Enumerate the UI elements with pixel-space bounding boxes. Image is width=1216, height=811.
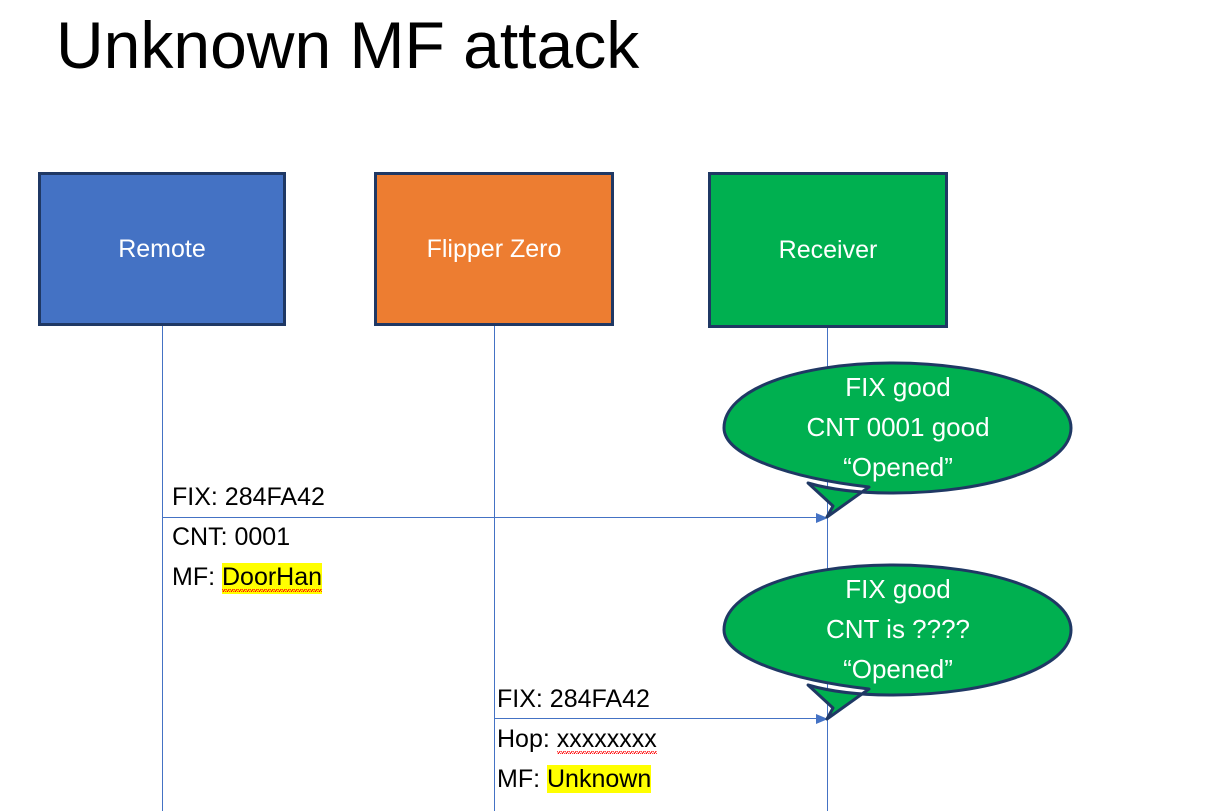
message-line: FIX: 284FA42 <box>172 477 325 517</box>
actor-label-receiver: Receiver <box>778 235 878 264</box>
message-line: MF: DoorHan <box>172 557 325 597</box>
actor-box-remote[interactable]: Remote <box>38 172 286 326</box>
message-line-value-highlighted: DoorHan <box>222 563 323 594</box>
speech-bubble-shape <box>722 361 1073 519</box>
message-line-prefix: FIX: <box>497 685 550 713</box>
message-line-prefix: Hop: <box>497 725 557 753</box>
speech-bubble-receiver-1: FIX good CNT 0001 good “Opened” <box>719 358 1077 523</box>
message-line-value-misspelled: xxxxxxxx <box>556 725 657 756</box>
message-line-value: 284FA42 <box>549 685 650 713</box>
lifeline-remote <box>162 325 163 811</box>
message-label-flipper-to-receiver: FIX: 284FA42 Hop: xxxxxxxx MF: Unknown <box>497 679 657 799</box>
message-line-prefix: FIX: <box>172 483 225 511</box>
message-line-prefix: MF: <box>172 563 222 591</box>
message-line: Hop: xxxxxxxx <box>497 719 657 759</box>
message-line-prefix: MF: <box>497 765 547 793</box>
page-title: Unknown MF attack <box>56 8 640 82</box>
actor-box-flipper[interactable]: Flipper Zero <box>374 172 614 326</box>
message-line: MF: Unknown <box>497 759 657 799</box>
speech-bubble-shape <box>722 563 1073 721</box>
message-line-value: 284FA42 <box>224 483 325 511</box>
message-line: CNT: 0001 <box>172 517 325 557</box>
message-line-prefix: CNT: <box>172 523 235 551</box>
speech-bubble-receiver-2: FIX good CNT is ???? “Opened” <box>719 560 1077 725</box>
lifeline-flipper <box>494 325 495 811</box>
message-label-remote-to-receiver: FIX: 284FA42 CNT: 0001 MF: DoorHan <box>172 477 325 597</box>
message-arrow-flipper-to-receiver <box>494 713 828 724</box>
message-line-value-highlighted: Unknown <box>547 765 652 793</box>
actor-label-remote: Remote <box>118 234 206 263</box>
message-line: FIX: 284FA42 <box>497 679 657 719</box>
actor-box-receiver[interactable]: Receiver <box>708 172 948 328</box>
actor-label-flipper: Flipper Zero <box>426 234 562 263</box>
message-arrow-remote-to-receiver <box>162 512 828 523</box>
message-line-value: 0001 <box>234 523 291 551</box>
